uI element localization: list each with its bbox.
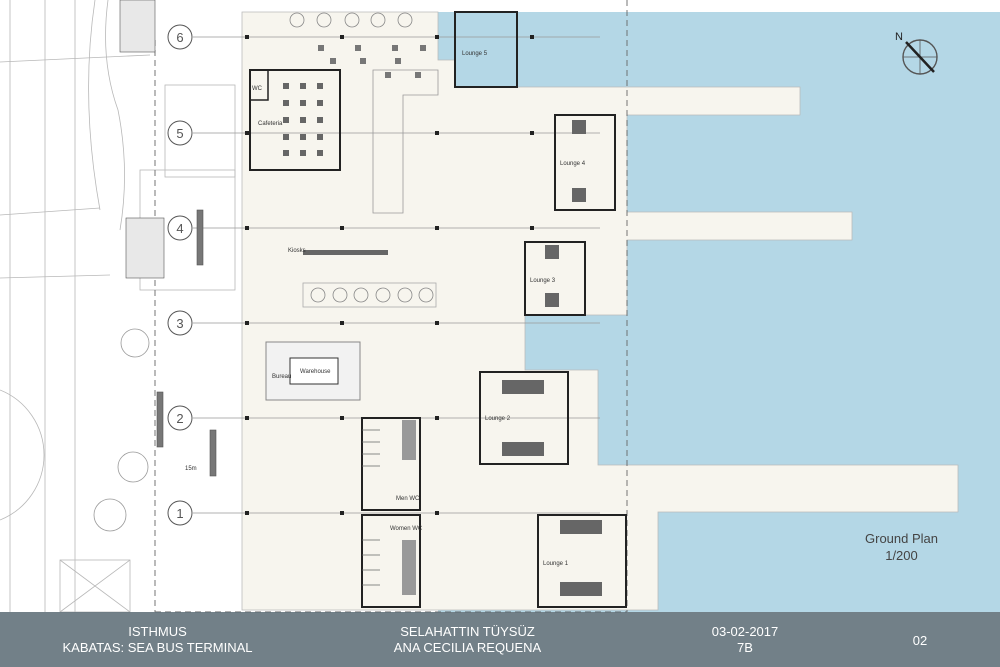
lounge-2-label: Lounge 2 [485,416,511,422]
svg-text:4: 4 [176,221,183,236]
author-1: SELAHATTIN TÜYSÜZ [400,624,535,639]
lounge-1-label: Lounge 1 [543,561,569,567]
lounge-3-room [524,241,586,316]
lounge-4-seats [572,120,586,202]
cafeteria-room [249,69,341,171]
lounge-2-room [479,371,569,465]
svg-text:5: 5 [176,126,183,141]
project-subtitle: KABATAS: SEA BUS TERMINAL [62,640,253,655]
axis-bubble-6: 6 [167,24,193,50]
street-trees [93,328,150,532]
lounge-1-seats [560,520,602,596]
entrance-benches [119,0,217,477]
plan-title: Ground Plan [865,531,938,546]
dimension-note: 15m [185,466,197,472]
lounge-4-room [554,114,616,211]
sheet-date: 03-02-2017 [711,624,779,639]
kiosks-label: Kiosks [288,248,306,254]
columns [245,35,534,515]
wc-stalls [362,420,416,595]
planter-strip [302,282,437,308]
svg-text:N: N [895,31,903,43]
lounge-4-label: Lounge 4 [560,161,586,167]
svg-text:1: 1 [176,506,183,521]
axis-bubble-4: 4 [167,215,193,241]
author-info: SELAHATTIN TÜYSÜZ ANA CECILIA REQUENA [365,624,570,656]
lounge-2-seats [502,380,544,456]
planter-trees [310,287,434,303]
warehouse-core [289,357,339,385]
men-wc-label: Men WC [396,496,420,502]
ramp-outline [372,69,439,214]
plan-title-block: Ground Plan 1/200 [865,530,938,564]
author-2: ANA CECILIA REQUENA [393,640,542,655]
lounge-3-seats [545,245,559,307]
terrace-trees [289,12,413,28]
lounge-5-room [454,11,518,88]
project-info: ISTHMUS KABATAS: SEA BUS TERMINAL [45,624,270,656]
lounge-3-label: Lounge 3 [530,278,556,284]
axis-bubble-2: 2 [167,405,193,431]
street-context [0,0,236,613]
project-title: ISTHMUS [128,624,187,639]
cafeteria-label: Cafeteria [258,121,283,127]
sheet-footer: ISTHMUS KABATAS: SEA BUS TERMINAL SELAHA… [0,612,1000,667]
plan-scale: 1/200 [885,548,918,563]
women-wc-label: Women WC [390,526,423,532]
axis-bubble-1: 1 [167,500,193,526]
svg-text:3: 3 [176,316,183,331]
date-info: 03-02-2017 7B [690,624,800,656]
bureau-label: Bureau [272,374,291,380]
kiosk-counter [303,250,388,255]
wc-room [249,69,269,101]
page-number: 02 [912,633,928,648]
axis-bubble-5: 5 [167,120,193,146]
sheet-group: 7B [737,640,753,655]
wc-label: WC [252,86,263,92]
page-info: 02 [895,633,945,649]
svg-text:6: 6 [176,30,183,45]
women-wc-room [361,514,421,608]
lounge-1-room [537,514,627,608]
cafeteria-tables [283,83,323,156]
men-wc-room [361,417,421,511]
svg-text:2: 2 [176,411,183,426]
axis-bubble-3: 3 [167,310,193,336]
terrace-tables [318,45,426,78]
warehouse-label: Warehouse [300,369,331,375]
north-arrow-icon: N [895,31,938,75]
lounge-5-label: Lounge 5 [462,51,488,57]
